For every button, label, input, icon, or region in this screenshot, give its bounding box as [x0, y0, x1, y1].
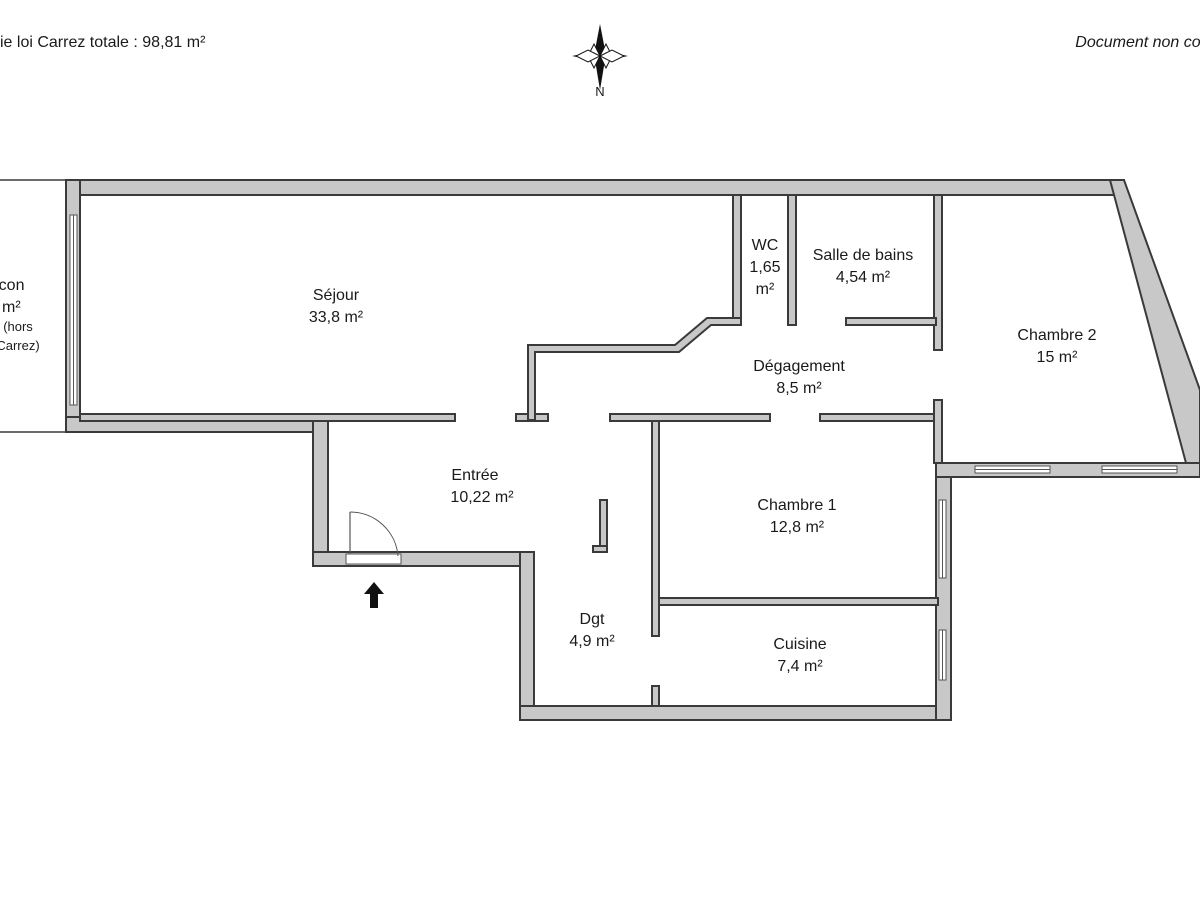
balcon-area: 5,5 m² — [0, 299, 21, 316]
wc-name: WC — [752, 237, 779, 254]
chambre2-name: Chambre 2 — [1017, 327, 1096, 344]
entree-name: Entrée — [451, 467, 498, 484]
wc-area-value: 1,65 — [749, 259, 780, 276]
salle-de-bains-area: 4,54 m² — [836, 269, 891, 286]
chambre1-window — [938, 499, 947, 579]
degagement-name: Dégagement — [753, 358, 845, 375]
cuisine-name: Cuisine — [773, 636, 826, 653]
salle-de-bains-name: Salle de bains — [813, 247, 914, 264]
degagement-area: 8,5 m² — [776, 380, 822, 397]
total-area-text: cie loi Carrez totale : 98,81 m² — [0, 34, 206, 51]
wc-area-unit: m² — [756, 281, 775, 298]
chambre1-name: Chambre 1 — [757, 497, 836, 514]
entrance-door — [345, 511, 402, 565]
dgt-name: Dgt — [580, 611, 605, 628]
exterior-walls — [65, 179, 1200, 721]
compass-icon — [572, 24, 628, 90]
sejour-area: 33,8 m² — [309, 309, 364, 326]
interior-walls — [79, 194, 943, 707]
cuisine-window — [938, 629, 947, 681]
chambre2-area: 15 m² — [1037, 349, 1079, 366]
balcon-note-2: Carrez) — [0, 338, 40, 353]
chambre2-window-left — [974, 465, 1051, 474]
chambre2-window-right — [1101, 465, 1178, 474]
compass-north-label: N — [595, 84, 604, 99]
disclaimer-text: Document non cor — [1075, 34, 1200, 51]
sejour-name: Séjour — [313, 287, 360, 304]
balcon-note-1: (hors — [3, 319, 33, 334]
sejour-window — [69, 214, 78, 406]
balcon-name: Balcon — [0, 277, 24, 294]
cuisine-area: 7,4 m² — [777, 658, 823, 675]
entrance-arrow-icon — [364, 582, 384, 608]
entree-area: 10,22 m² — [450, 489, 514, 506]
dgt-area: 4,9 m² — [569, 633, 615, 650]
chambre1-area: 12,8 m² — [770, 519, 825, 536]
